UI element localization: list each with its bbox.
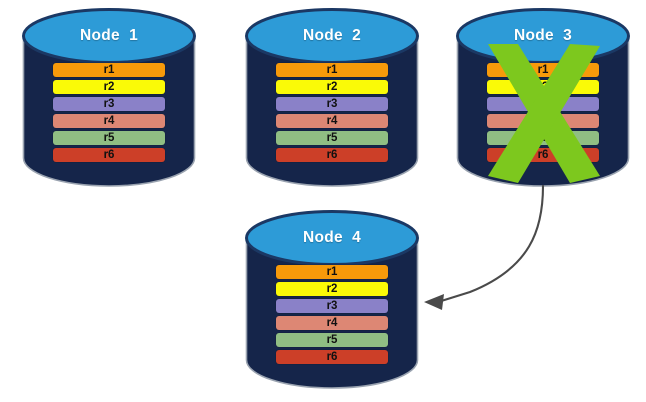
node-row-stack: r1 r2 r3 r4 r5 r6 bbox=[456, 63, 630, 162]
data-row-r6[interactable]: r6 bbox=[276, 350, 388, 364]
data-row-r3[interactable]: r3 bbox=[276, 97, 388, 111]
node-row-stack: r1 r2 r3 r4 r5 r6 bbox=[22, 63, 196, 162]
row-label: r1 bbox=[103, 64, 115, 76]
row-label: r4 bbox=[103, 115, 115, 127]
node-cylinder-node3[interactable]: Node 3 r1 r2 r3 r4 r5 r6 bbox=[456, 8, 630, 187]
data-row-r1[interactable]: r1 bbox=[276, 265, 388, 279]
row-label: r6 bbox=[103, 149, 115, 161]
row-label: r3 bbox=[326, 300, 338, 312]
row-label: r5 bbox=[537, 132, 549, 144]
data-row-r2[interactable]: r2 bbox=[276, 80, 388, 94]
row-label: r2 bbox=[103, 81, 115, 93]
data-row-r5[interactable]: r5 bbox=[276, 333, 388, 347]
data-row-r1[interactable]: r1 bbox=[487, 63, 599, 77]
data-row-r2[interactable]: r2 bbox=[276, 282, 388, 296]
row-label: r1 bbox=[326, 266, 338, 278]
row-label: r3 bbox=[537, 98, 549, 110]
data-row-r6[interactable]: r6 bbox=[276, 148, 388, 162]
data-row-r5[interactable]: r5 bbox=[276, 131, 388, 145]
data-row-r1[interactable]: r1 bbox=[276, 63, 388, 77]
row-label: r5 bbox=[326, 132, 338, 144]
row-label: r2 bbox=[326, 81, 338, 93]
node-row-stack: r1 r2 r3 r4 r5 r6 bbox=[245, 63, 419, 162]
row-label: r1 bbox=[537, 64, 549, 76]
row-label: r6 bbox=[326, 149, 338, 161]
data-row-r3[interactable]: r3 bbox=[276, 299, 388, 313]
row-label: r2 bbox=[537, 81, 549, 93]
node-cylinder-node1[interactable]: Node 1 r1 r2 r3 r4 r5 r6 bbox=[22, 8, 196, 187]
arrowhead-icon bbox=[424, 294, 444, 310]
data-row-r4[interactable]: r4 bbox=[276, 316, 388, 330]
data-row-r2[interactable]: r2 bbox=[487, 80, 599, 94]
row-label: r4 bbox=[326, 317, 338, 329]
data-row-r5[interactable]: r5 bbox=[487, 131, 599, 145]
row-label: r3 bbox=[103, 98, 115, 110]
row-label: r6 bbox=[326, 351, 338, 363]
data-row-r3[interactable]: r3 bbox=[53, 97, 165, 111]
data-row-r4[interactable]: r4 bbox=[487, 114, 599, 128]
node-row-stack: r1 r2 r3 r4 r5 r6 bbox=[245, 265, 419, 364]
data-row-r2[interactable]: r2 bbox=[53, 80, 165, 94]
data-row-r4[interactable]: r4 bbox=[276, 114, 388, 128]
data-row-r3[interactable]: r3 bbox=[487, 97, 599, 111]
row-label: r4 bbox=[537, 115, 549, 127]
node-cylinder-node2[interactable]: Node 2 r1 r2 r3 r4 r5 r6 bbox=[245, 8, 419, 187]
data-row-r6[interactable]: r6 bbox=[487, 148, 599, 162]
row-label: r3 bbox=[326, 98, 338, 110]
row-label: r5 bbox=[326, 334, 338, 346]
data-row-r1[interactable]: r1 bbox=[53, 63, 165, 77]
data-row-r6[interactable]: r6 bbox=[53, 148, 165, 162]
node-cylinder-node4[interactable]: Node 4 r1 r2 r3 r4 r5 r6 bbox=[245, 210, 419, 389]
row-label: r6 bbox=[537, 149, 549, 161]
data-row-r4[interactable]: r4 bbox=[53, 114, 165, 128]
row-label: r4 bbox=[326, 115, 338, 127]
row-label: r1 bbox=[326, 64, 338, 76]
data-row-r5[interactable]: r5 bbox=[53, 131, 165, 145]
row-label: r5 bbox=[103, 132, 115, 144]
row-label: r2 bbox=[326, 283, 338, 295]
